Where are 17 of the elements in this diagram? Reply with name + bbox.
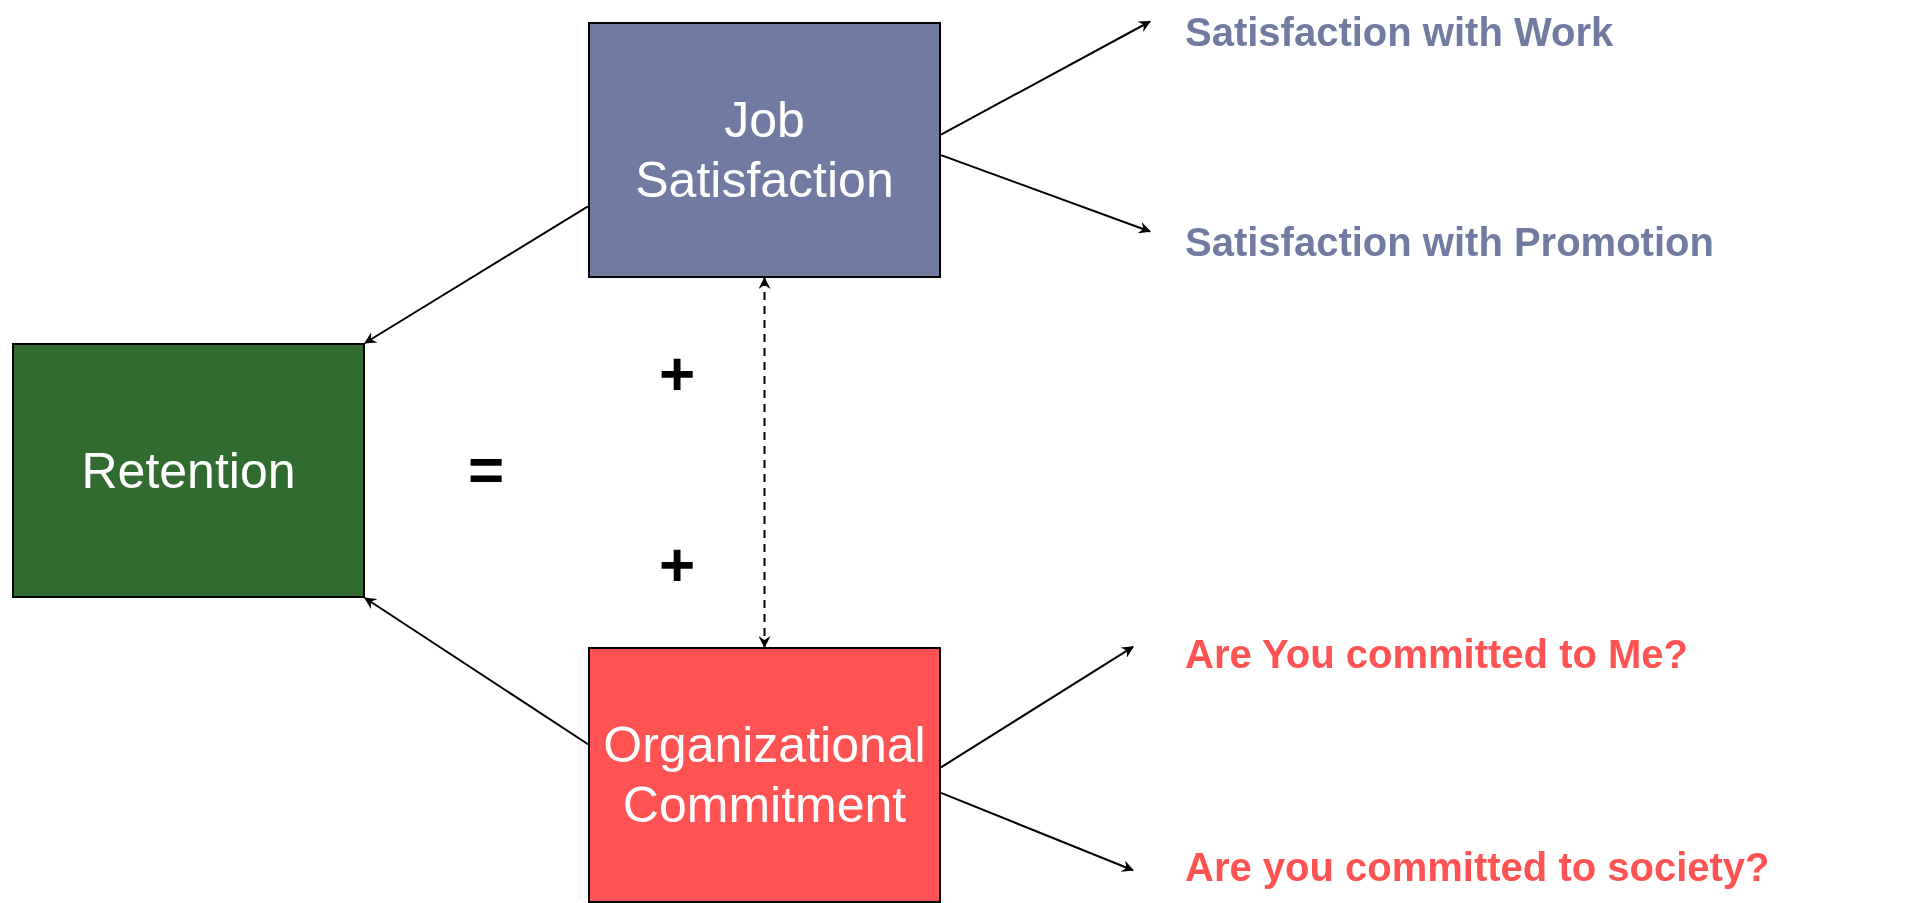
- arrow: [940, 154, 1151, 234]
- operator-sign: +: [658, 343, 696, 405]
- outcome-text: Satisfaction with Work: [1185, 10, 1614, 55]
- arrow: [364, 205, 589, 344]
- process-box: Organizational Commitment: [588, 647, 941, 903]
- arrow: [940, 20, 1151, 136]
- operator-sign: +: [658, 534, 696, 596]
- operator-sign: =: [467, 439, 505, 501]
- outcome-text: Are you committed to society?: [1185, 845, 1770, 890]
- process-box: Retention: [12, 343, 365, 598]
- outcome-text: Satisfaction with Promotion: [1185, 220, 1714, 265]
- arrow: [364, 597, 589, 746]
- process-box: Job Satisfaction: [588, 22, 941, 278]
- arrow: [940, 791, 1134, 872]
- arrow: [758, 277, 771, 648]
- outcome-text: Are You committed to Me?: [1185, 632, 1688, 677]
- arrow: [940, 645, 1134, 769]
